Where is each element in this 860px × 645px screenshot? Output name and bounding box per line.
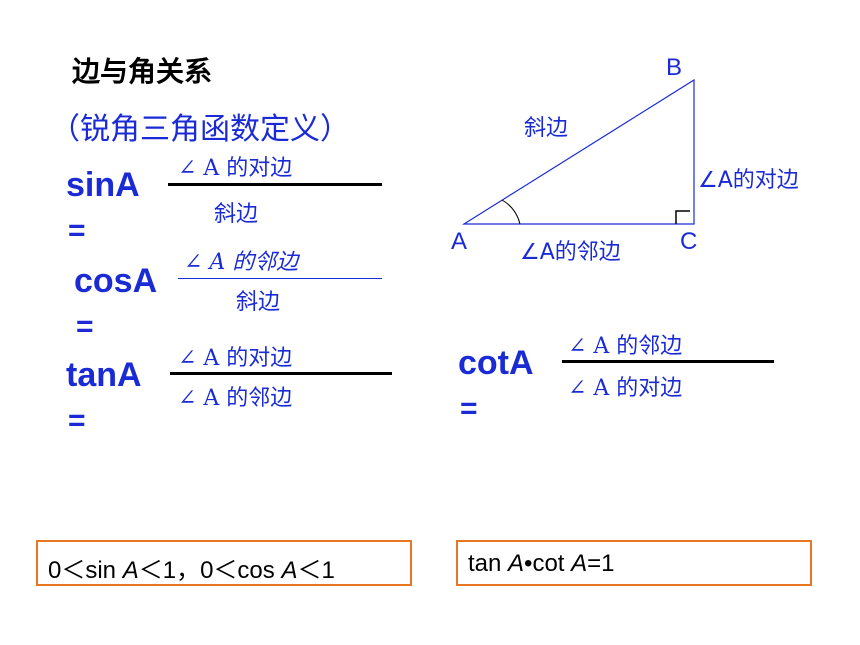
triangle-shape [461, 78, 695, 225]
sin-equals: = [68, 214, 86, 247]
tan-fraction-bar [170, 372, 392, 375]
page-title: 边与角关系 [72, 55, 213, 88]
sin-denominator: 斜边 [214, 202, 259, 227]
tan-equals: = [68, 404, 86, 437]
cot-denominator: ∠ A 的对边 [568, 376, 683, 401]
vertex-c-label: C [680, 228, 698, 255]
sin-fraction-bar [168, 183, 382, 186]
identity-text: tan A•cot A=1 [468, 550, 615, 577]
range-text: 0＜sin A＜1，0＜cos A＜1 [48, 557, 335, 584]
cos-equals: = [76, 310, 94, 343]
tan-numerator: ∠ A 的对边 [178, 346, 293, 371]
cot-fraction-bar [562, 360, 774, 363]
vertex-b-label: B [666, 54, 683, 81]
sin-label: sinA [66, 166, 140, 204]
cot-label: cotA [458, 344, 534, 382]
cos-label: cosA [74, 262, 158, 300]
sin-numerator: ∠ A 的对边 [178, 156, 293, 181]
hypotenuse-label: 斜边 [524, 116, 569, 141]
cot-equals: = [460, 392, 478, 425]
tan-label: tanA [66, 356, 142, 394]
page-subtitle: （锐角三角函数定义） [50, 112, 350, 147]
tan-denominator: ∠ A 的邻边 [178, 386, 293, 411]
cos-numerator: ∠ A 的邻边 [184, 250, 299, 275]
vertex-a-label: A [451, 228, 468, 255]
cot-numerator: ∠ A 的邻边 [568, 334, 683, 359]
opposite-side-label: ∠A的对边 [698, 168, 799, 193]
range-box: 0＜sin A＜1，0＜cos A＜1 [36, 540, 412, 586]
right-angle-mark [675, 210, 690, 224]
cos-fraction-bar [178, 278, 382, 279]
identity-box: tan A•cot A=1 [456, 540, 812, 586]
adjacent-side-label: ∠A的邻边 [520, 240, 621, 265]
cos-denominator: 斜边 [236, 290, 281, 315]
angle-a-arc [501, 199, 521, 225]
